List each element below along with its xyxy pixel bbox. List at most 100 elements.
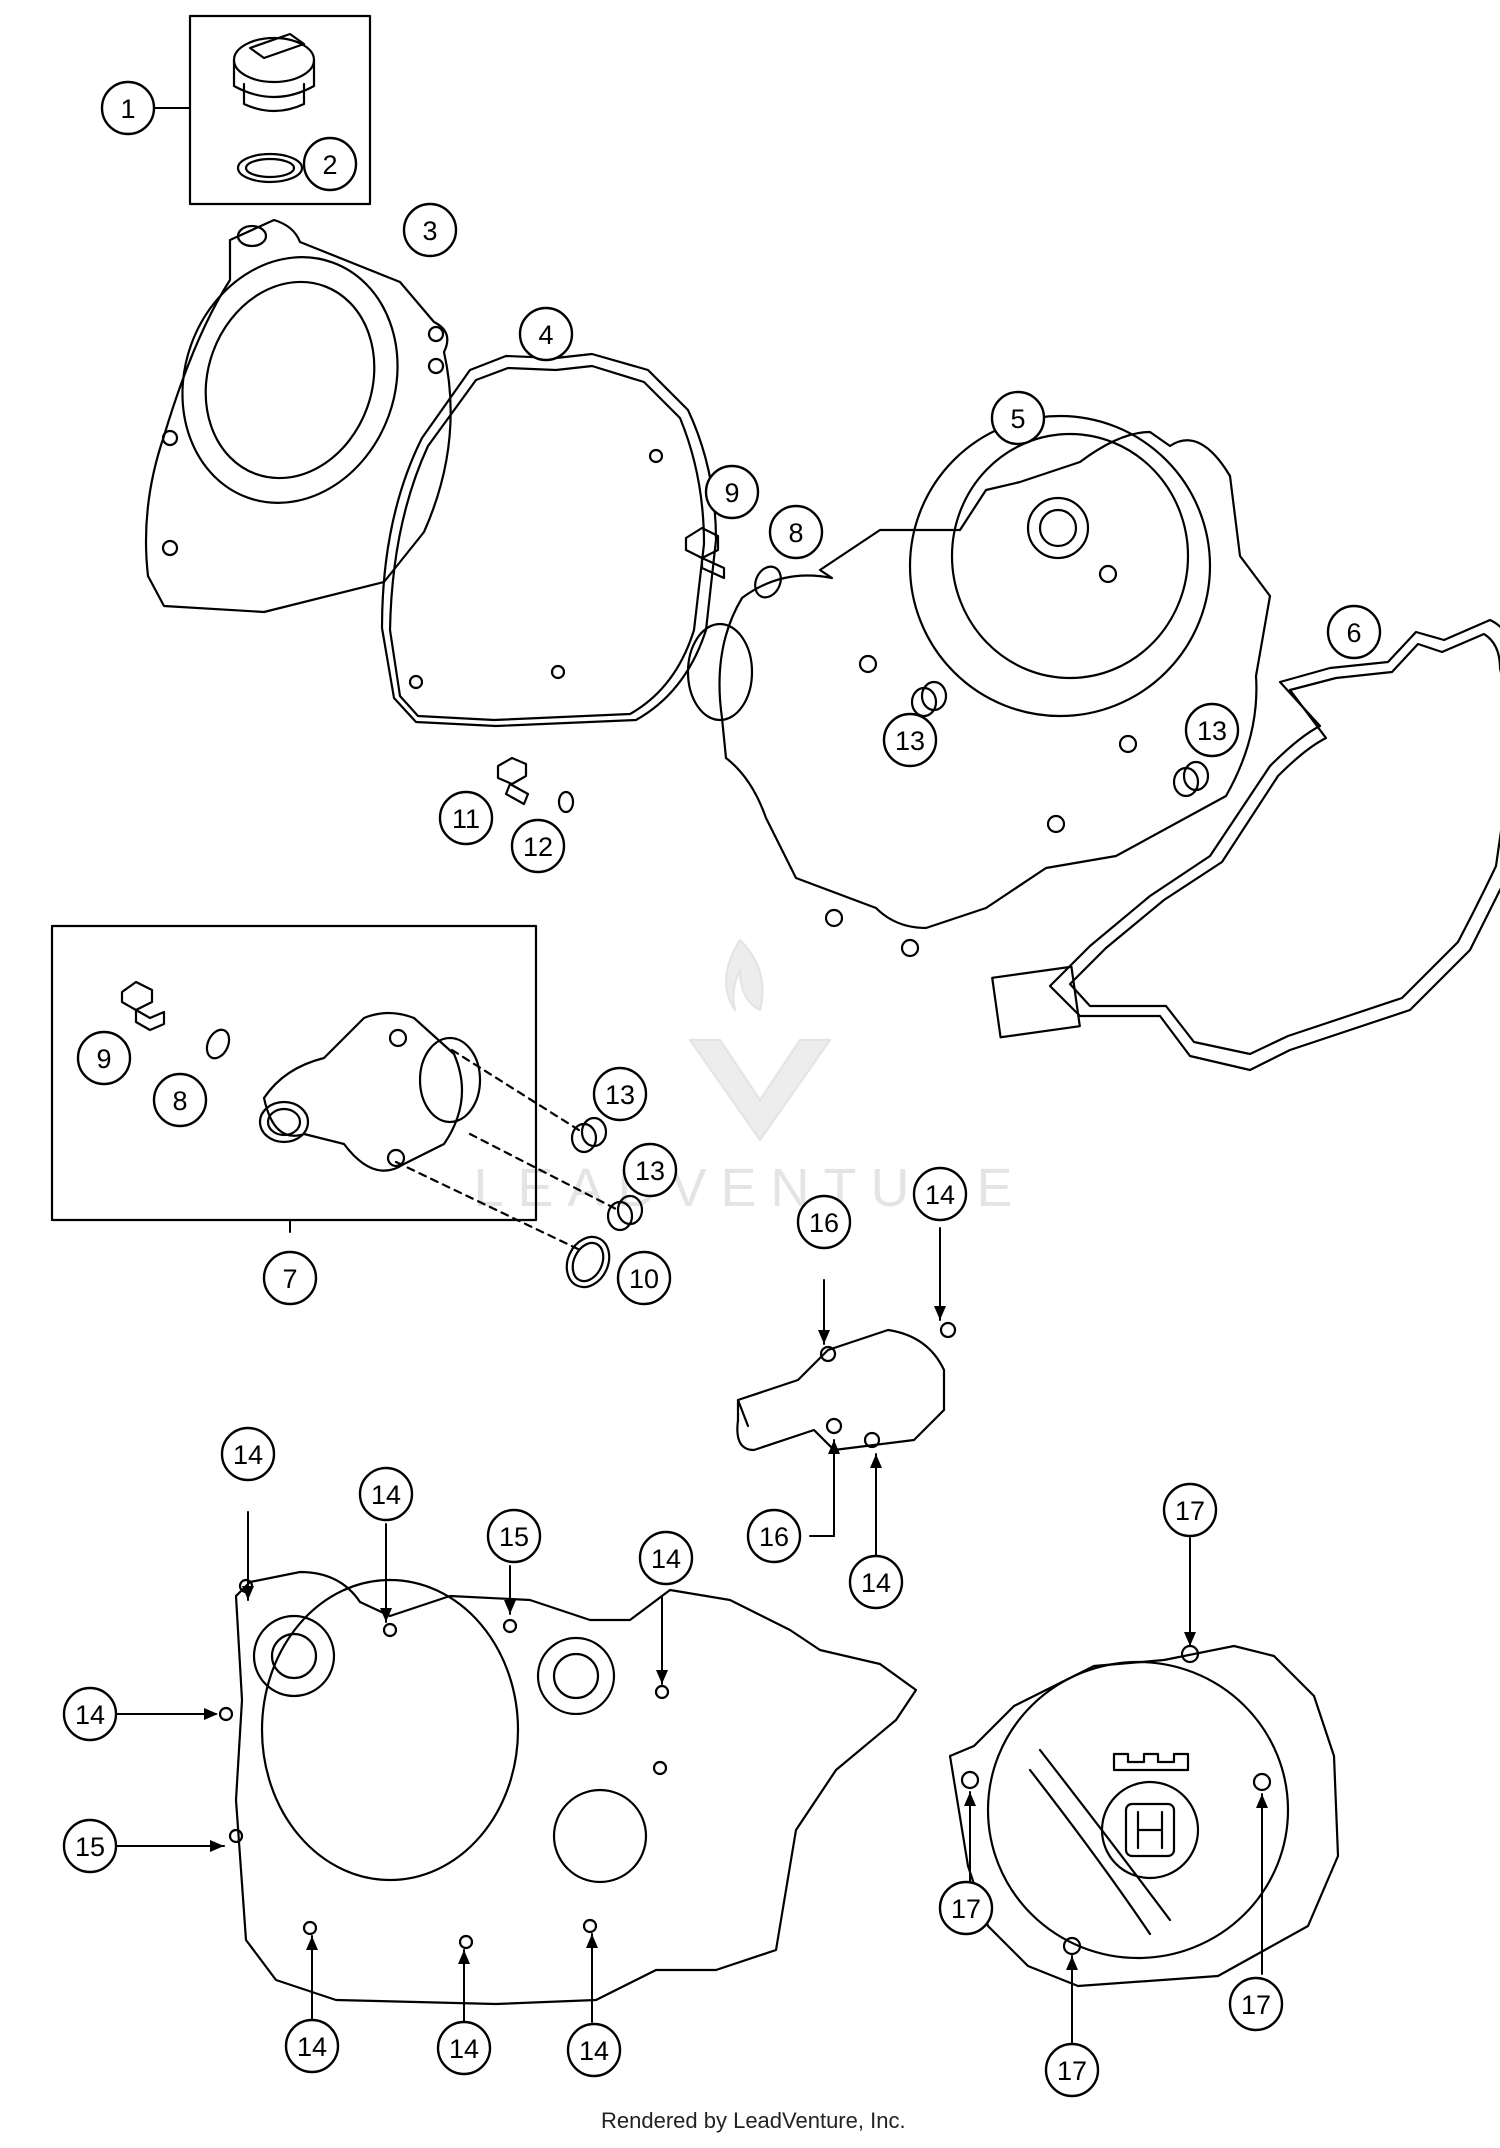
callout-c10: 10	[616, 1250, 672, 1306]
callout-c14h: 14	[566, 2022, 622, 2078]
callout-label: 9	[724, 478, 739, 508]
callout-label: 3	[422, 216, 437, 246]
callout-circle	[938, 1880, 994, 1936]
callout-circle	[402, 202, 458, 258]
callout-label: 14	[579, 2036, 609, 2066]
callout-label: 7	[282, 1264, 297, 1294]
callout-label: 4	[538, 320, 553, 350]
ignition-cover-gasket-part	[991, 618, 1500, 1072]
callout-c4: 4	[518, 306, 574, 362]
callout-circle	[566, 2022, 622, 2078]
group-box-filler-cap	[188, 14, 372, 206]
callout-c14c: 14	[638, 1530, 694, 1586]
callout-label: 8	[172, 1086, 187, 1116]
callout-label: 10	[629, 1264, 659, 1294]
callout-circle	[616, 1250, 672, 1306]
filler-cap-part	[232, 32, 316, 113]
callout-circle	[62, 1818, 118, 1874]
callout-circle	[436, 2020, 492, 2076]
callout-circle	[284, 2018, 340, 2074]
callout-circle	[990, 390, 1046, 446]
callout-circle	[358, 1466, 414, 1522]
callout-c2: 2	[302, 136, 358, 192]
callout-circle	[912, 1166, 968, 1222]
callout-circle	[1184, 702, 1240, 758]
bushing-part	[606, 1194, 644, 1232]
callout-c6: 6	[1326, 604, 1382, 660]
callout-circle	[622, 1142, 678, 1198]
callout-label: 17	[951, 1894, 981, 1924]
callout-c14a: 14	[220, 1426, 276, 1482]
callout-circle	[768, 504, 824, 560]
callout-c13b: 13	[1184, 702, 1240, 758]
leader-arrowheads	[204, 1306, 1268, 1970]
assembly-lines	[394, 1048, 620, 1252]
footer: Rendered by LeadVenture, Inc.	[0, 2108, 1500, 2142]
footer-credit: Rendered by LeadVenture, Inc.	[601, 2108, 906, 2133]
callout-c16a: 16	[796, 1194, 852, 1250]
callout-circle	[62, 1686, 118, 1742]
ignition-cover-husqvarna-part	[948, 1644, 1340, 1988]
callout-label: 14	[371, 1480, 401, 1510]
callout-label: 14	[449, 2034, 479, 2064]
callout-label: 13	[1197, 716, 1227, 746]
callout-circle	[262, 1250, 318, 1306]
callout-c13c: 13	[592, 1066, 648, 1122]
callout-c16b: 16	[746, 1508, 802, 1564]
callout-circle	[76, 1030, 132, 1086]
callout-circle	[1326, 604, 1382, 660]
callout-circle	[438, 790, 494, 846]
callout-circle	[592, 1066, 648, 1122]
bushing-part	[1172, 760, 1210, 798]
callout-c15b: 15	[62, 1818, 118, 1874]
callout-label: 11	[452, 804, 480, 834]
callout-label: 13	[605, 1080, 635, 1110]
callout-circle	[746, 1508, 802, 1564]
callout-c14b: 14	[358, 1466, 414, 1522]
callout-c17d: 17	[1044, 2042, 1100, 2098]
engine-case-part	[218, 1570, 918, 2006]
callout-c14i: 14	[848, 1554, 904, 1610]
callout-label: 2	[322, 150, 337, 180]
callout-c13a: 13	[882, 712, 938, 768]
callout-c11: 11	[438, 790, 494, 846]
callout-label: 14	[297, 2032, 327, 2062]
callout-circle	[486, 1508, 542, 1564]
washer-part	[557, 790, 575, 814]
callout-c5: 5	[990, 390, 1046, 446]
callout-label: 17	[1241, 1990, 1271, 2020]
callout-c9a: 9	[704, 464, 760, 520]
callout-circle	[220, 1426, 276, 1482]
callout-label: 17	[1057, 2056, 1087, 2086]
leader-lines	[115, 107, 1263, 2045]
callout-c12: 12	[510, 818, 566, 874]
callout-label: 13	[895, 726, 925, 756]
callout-circle	[152, 1072, 208, 1128]
callout-label: 1	[120, 94, 135, 124]
callout-label: 14	[233, 1440, 263, 1470]
callout-label: 13	[635, 1156, 665, 1186]
clutch-cover-gasket-part	[380, 352, 718, 728]
callout-c14d: 14	[912, 1166, 968, 1222]
callout-label: 9	[96, 1044, 111, 1074]
callout-circle	[1228, 1976, 1284, 2032]
callout-label: 16	[759, 1522, 789, 1552]
callout-label: 16	[809, 1208, 839, 1238]
callout-c8b: 8	[152, 1072, 208, 1128]
callout-label: 17	[1175, 1496, 1205, 1526]
callout-label: 5	[1010, 404, 1025, 434]
group-box-water-pump	[50, 924, 538, 1222]
screw-part	[496, 756, 530, 806]
callout-circle	[882, 712, 938, 768]
callout-circle	[704, 464, 760, 520]
callout-circle	[518, 306, 574, 362]
o-ring-part	[565, 1235, 611, 1289]
callout-label: 14	[75, 1700, 105, 1730]
callout-circle	[100, 80, 156, 136]
callout-c15a: 15	[486, 1508, 542, 1564]
callout-c17b: 17	[938, 1880, 994, 1936]
callout-c14f: 14	[284, 2018, 340, 2074]
husqvarna-logo	[1100, 1752, 1200, 1880]
